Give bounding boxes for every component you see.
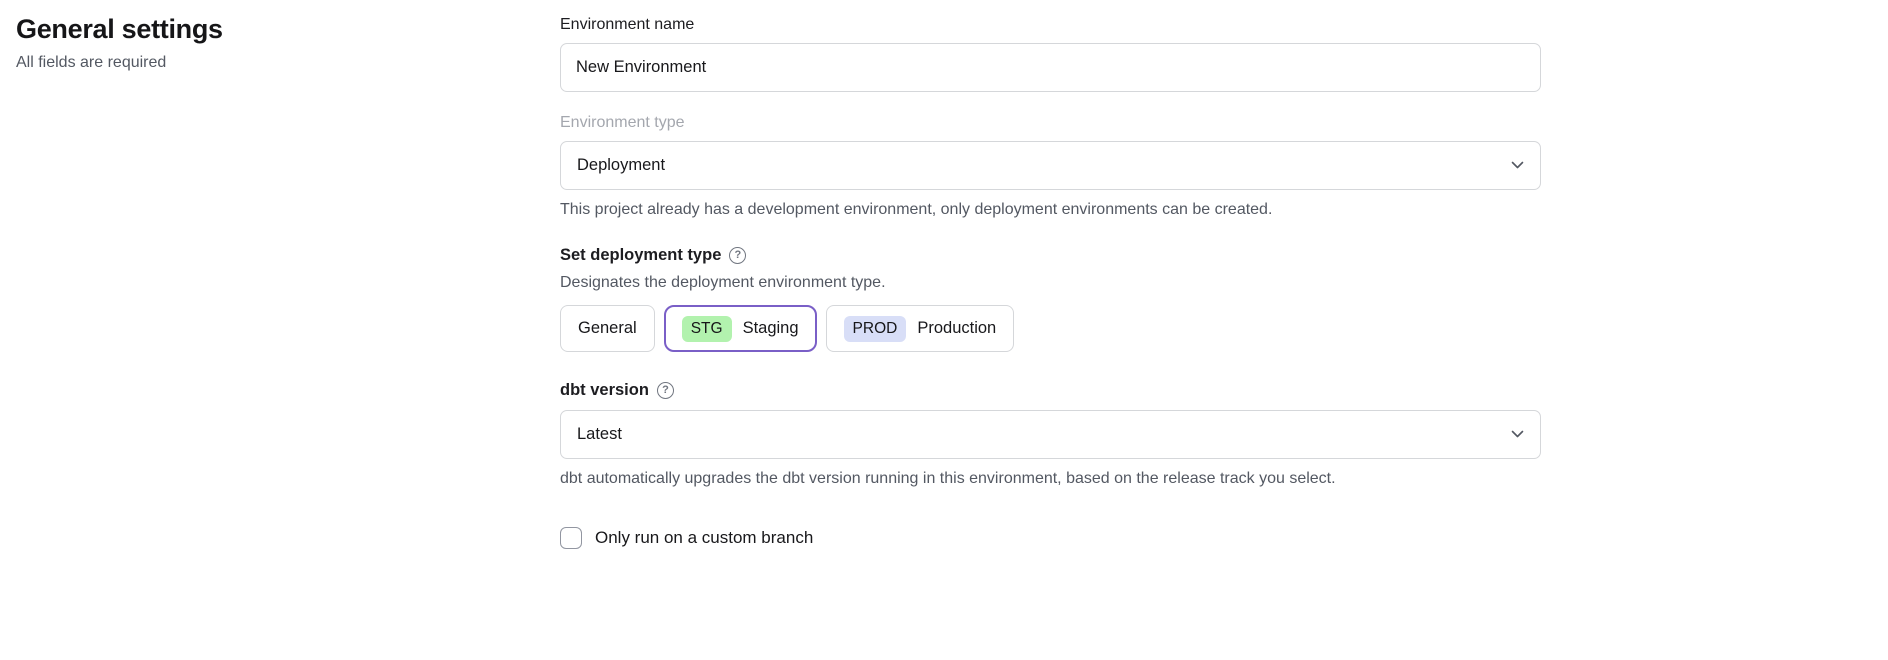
option-label: General (578, 319, 637, 337)
environment-type-select[interactable]: Deployment (560, 141, 1541, 190)
environment-type-label: Environment type (560, 114, 685, 131)
deployment-type-description: Designates the deployment environment ty… (560, 274, 886, 291)
deployment-type-option-general[interactable]: General (560, 305, 655, 352)
staging-badge: STG (681, 315, 732, 342)
section-header: General settings All fields are required (16, 14, 516, 72)
environment-name-input[interactable] (560, 43, 1541, 92)
environment-form: Environment name Environment type Deploy… (560, 16, 1541, 549)
custom-branch-checkbox[interactable] (560, 527, 582, 549)
environment-name-label: Environment name (560, 16, 695, 33)
page-title: General settings (16, 14, 223, 44)
question-circle-icon[interactable]: ? (656, 382, 674, 399)
page-subtitle: All fields are required (16, 54, 167, 71)
option-label: Staging (742, 319, 799, 337)
dbt-version-label-row: dbt version ? (560, 381, 1541, 400)
deployment-type-label-row: Set deployment type ? (560, 246, 1541, 265)
production-badge: PROD (843, 315, 907, 342)
environment-type-helper: This project already has a development e… (560, 201, 1273, 218)
custom-branch-row: Only run on a custom branch (560, 527, 1541, 549)
option-label: Production (917, 319, 997, 337)
question-circle-icon[interactable]: ? (729, 247, 747, 264)
chevron-down-icon (1511, 430, 1524, 439)
environment-type-value: Deployment (577, 156, 666, 174)
dbt-version-label: dbt version (560, 381, 649, 399)
deployment-type-label: Set deployment type (560, 246, 722, 264)
deployment-type-option-production[interactable]: PROD Production (825, 305, 1015, 352)
dbt-version-value: Latest (577, 425, 622, 443)
chevron-down-icon (1511, 161, 1524, 170)
custom-branch-label[interactable]: Only run on a custom branch (595, 528, 814, 547)
dbt-version-helper: dbt automatically upgrades the dbt versi… (560, 470, 1336, 487)
deployment-type-options: General STG Staging PROD Production (560, 305, 1541, 352)
deployment-type-option-staging[interactable]: STG Staging (663, 305, 817, 352)
dbt-version-select[interactable]: Latest (560, 410, 1541, 459)
